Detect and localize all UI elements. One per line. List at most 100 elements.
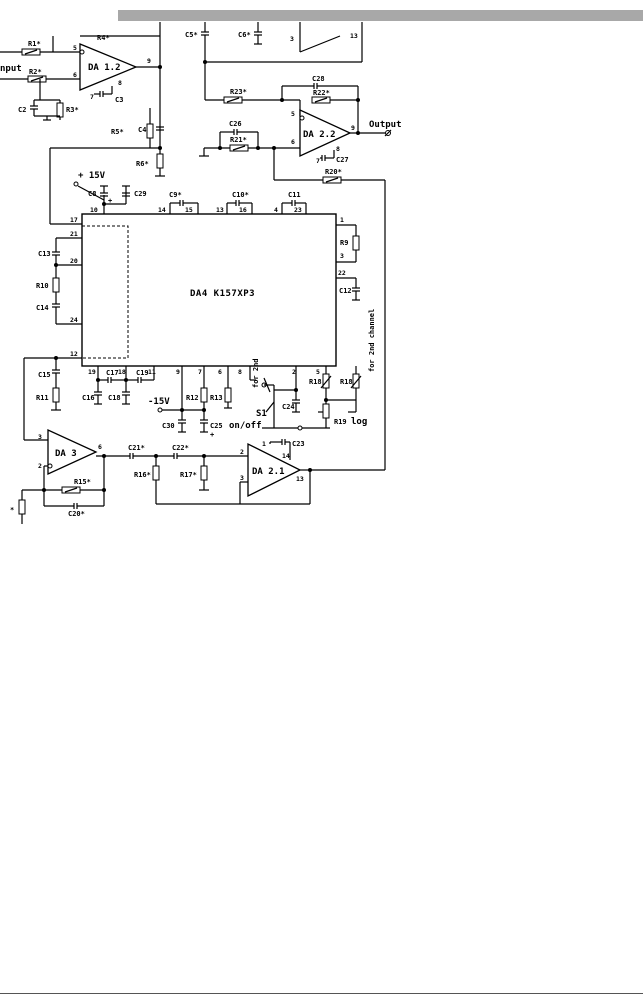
svg-text:C13: C13: [38, 250, 51, 258]
svg-text:19: 19: [88, 368, 96, 376]
svg-text:R16*: R16*: [134, 471, 151, 479]
da4-chip-section: DA4 K157XP3 + 15V C8 + C29 10 14 15: [36, 171, 360, 376]
svg-text:R15*: R15*: [74, 478, 91, 486]
svg-text:3: 3: [38, 433, 42, 441]
svg-text:C24: C24: [282, 403, 295, 411]
svg-text:R12: R12: [186, 394, 199, 402]
top-filter-section: C5* C6* 3 13 R23*: [185, 22, 402, 471]
svg-text:13: 13: [216, 206, 224, 214]
resistor-r17: [200, 465, 208, 481]
switch-s1: [265, 401, 275, 413]
opamp-da22: [299, 108, 352, 158]
resistor-unlabeled: [18, 499, 26, 515]
svg-text:R2*: R2*: [29, 68, 42, 76]
svg-text:15: 15: [185, 206, 193, 214]
svg-text:C4: C4: [138, 126, 146, 134]
resistor-r16: [152, 465, 160, 481]
svg-text:C3: C3: [115, 96, 123, 104]
chip-bottom-right-section: for 2nd C24 S1 on/off R18 R1: [229, 309, 376, 431]
svg-text:3: 3: [290, 35, 294, 43]
svg-text:20: 20: [70, 257, 78, 265]
svg-text:C5*: C5*: [185, 31, 198, 39]
svg-text:C8: C8: [88, 190, 96, 198]
svg-text:7: 7: [198, 368, 202, 376]
svg-text:6: 6: [73, 71, 77, 79]
da12-section: R1* nput R2* C2 R3* 5 6: [0, 22, 165, 225]
svg-text:21: 21: [70, 230, 78, 238]
svg-text:9: 9: [147, 57, 151, 65]
svg-text:16: 16: [239, 206, 247, 214]
minus15-label: -15V: [148, 397, 170, 407]
resistor-r5: [146, 123, 154, 139]
svg-text:R17*: R17*: [180, 471, 197, 479]
svg-text:7: 7: [90, 93, 94, 101]
svg-text:C27: C27: [336, 156, 349, 164]
svg-text:11: 11: [148, 368, 156, 376]
svg-text:C6*: C6*: [238, 31, 251, 39]
svg-text:23: 23: [294, 206, 302, 214]
svg-text:R23*: R23*: [230, 88, 247, 96]
s1-label: S1: [256, 409, 267, 419]
svg-text:C9*: C9*: [169, 191, 182, 199]
svg-text:R9: R9: [340, 239, 348, 247]
chip-internal-block: [81, 225, 129, 359]
svg-text:R18: R18: [340, 378, 353, 386]
svg-text:*: *: [10, 506, 14, 514]
svg-text:1: 1: [262, 440, 266, 448]
chip-label: DA4 K157XP3: [190, 289, 255, 299]
svg-text:C29: C29: [134, 190, 147, 198]
svg-text:R22*: R22*: [313, 89, 330, 97]
resistor-r6: [156, 153, 164, 169]
opamp-da3: [47, 428, 98, 476]
svg-text:DA 2.1: DA 2.1: [252, 467, 285, 477]
svg-text:C23: C23: [292, 440, 305, 448]
opamp-da21: [247, 442, 302, 498]
svg-text:R6*: R6*: [136, 160, 149, 168]
svg-text:10: 10: [90, 206, 98, 214]
svg-text:C22*: C22*: [172, 444, 189, 452]
svg-text:8: 8: [336, 145, 340, 153]
svg-text:R4*: R4*: [97, 34, 110, 42]
svg-text:24: 24: [70, 316, 78, 324]
resistor-r12: [200, 387, 208, 403]
svg-text:5: 5: [316, 368, 320, 376]
svg-text:R5*: R5*: [111, 128, 124, 136]
resistor-r9: [352, 235, 360, 251]
resistor-r18: [322, 373, 330, 389]
output-label: Output: [369, 120, 402, 130]
svg-text:5: 5: [291, 110, 295, 118]
svg-text:DA 3: DA 3: [55, 449, 77, 459]
chip-bottom-left-section: C15 R11 C16 C17 C18: [23, 356, 155, 441]
svg-text:12: 12: [70, 350, 78, 358]
svg-text:14: 14: [282, 452, 290, 460]
svg-text:DA 1.2: DA 1.2: [88, 63, 121, 73]
svg-text:C20*: C20*: [68, 510, 85, 518]
svg-text:C17: C17: [106, 369, 119, 377]
svg-text:C11: C11: [288, 191, 301, 199]
svg-text:22: 22: [338, 269, 346, 277]
resistor-r13: [224, 387, 232, 403]
resistor-r10: [52, 277, 60, 293]
plus15-label: + 15V: [78, 171, 106, 181]
svg-text:3: 3: [240, 474, 244, 482]
svg-text:R21*: R21*: [230, 136, 247, 144]
svg-text:C26: C26: [229, 120, 242, 128]
svg-text:for 2nd channel: for 2nd channel: [368, 309, 376, 372]
svg-text:4: 4: [274, 206, 278, 214]
svg-text:14: 14: [158, 206, 166, 214]
opamp-da12: [79, 43, 138, 91]
svg-text:7: 7: [316, 157, 320, 165]
svg-text:C25: C25: [210, 422, 223, 430]
svg-text:C21*: C21*: [128, 444, 145, 452]
svg-text:R19: R19: [334, 418, 347, 426]
svg-text:C30: C30: [162, 422, 175, 430]
svg-text:13: 13: [296, 475, 304, 483]
resistor-r3: [56, 102, 64, 118]
svg-text:C2: C2: [18, 106, 26, 114]
svg-text:R1*: R1*: [28, 40, 41, 48]
input-label: nput: [0, 64, 22, 74]
svg-text:C10*: C10*: [232, 191, 249, 199]
svg-text:8: 8: [118, 79, 122, 87]
svg-text:1: 1: [340, 216, 344, 224]
